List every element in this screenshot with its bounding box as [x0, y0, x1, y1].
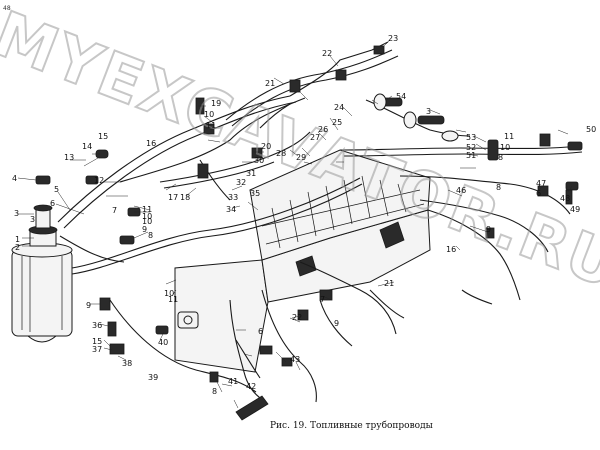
callout: 8	[212, 387, 217, 396]
callout: 52	[466, 143, 476, 152]
fuel-pipes	[57, 41, 583, 403]
callout: 43	[290, 355, 300, 364]
callout: 6	[50, 199, 55, 208]
callout: 47	[536, 179, 546, 188]
callout: 11	[142, 205, 152, 214]
callout: 12	[94, 176, 104, 185]
callout: 42	[246, 382, 256, 391]
callout: 37	[92, 345, 102, 354]
callout: 10	[204, 110, 214, 119]
callout: 35	[250, 189, 260, 198]
callout: 15	[92, 337, 102, 346]
callout: 51	[466, 151, 476, 160]
callout: 49	[570, 205, 580, 214]
callout: 41	[228, 377, 238, 386]
callout: 6	[536, 189, 541, 198]
callout: 14	[82, 142, 92, 151]
callout: 39	[148, 373, 158, 382]
callout: 1	[15, 235, 20, 244]
callout: 27	[310, 133, 320, 142]
callout: 21	[265, 79, 275, 88]
callout: 33	[228, 193, 238, 202]
callout: 16	[146, 139, 156, 148]
callout: 10	[164, 289, 174, 298]
callout: 28	[276, 149, 286, 158]
callout: 21	[384, 279, 394, 288]
callout: 53	[466, 133, 476, 142]
callout: 7	[320, 295, 325, 304]
callout: 32	[236, 178, 246, 187]
callout: 20	[261, 142, 271, 151]
callout: 3	[14, 209, 19, 218]
callout: 5	[54, 185, 59, 194]
callout: 10	[500, 143, 510, 152]
callout: 19	[211, 99, 221, 108]
callout: 34	[226, 205, 236, 214]
callout: 29	[296, 153, 306, 162]
callout: 2	[15, 243, 20, 252]
callout: 6	[258, 327, 263, 336]
callout: 13	[64, 153, 74, 162]
callout: 22	[292, 313, 302, 322]
fittings	[35, 45, 583, 421]
callout: 26	[318, 125, 328, 134]
figure-caption: Рис. 19. Топливные трубопроводы	[270, 420, 433, 431]
callout: 9	[86, 301, 91, 310]
callout: 50	[586, 125, 596, 134]
callout: 8	[496, 183, 501, 192]
callout: 11	[206, 121, 216, 130]
callout: 7	[112, 206, 117, 215]
corner-mark: 48	[3, 5, 11, 12]
callout: 15	[98, 132, 108, 141]
callout: 11	[168, 295, 178, 304]
callout: 30	[254, 156, 264, 165]
callout: 18	[180, 193, 190, 202]
callout: 9	[142, 225, 147, 234]
callout: 31	[246, 169, 256, 178]
callout: 4	[12, 174, 17, 183]
callout: 22	[322, 49, 332, 58]
callout: 8	[498, 153, 503, 162]
callout: 48	[560, 194, 570, 203]
callout: 46	[456, 186, 466, 195]
callout: 10	[142, 212, 152, 221]
callout: 10	[142, 217, 152, 226]
callout: 11	[504, 132, 514, 141]
callout: 36	[92, 321, 102, 330]
callout: 38	[122, 359, 132, 368]
callout: 25	[332, 118, 342, 127]
callout: 9	[486, 225, 491, 234]
callout: 9	[334, 319, 339, 328]
callout: 24	[334, 103, 344, 112]
engine-block	[174, 149, 431, 373]
callout: 54	[396, 92, 406, 101]
callout: 23	[388, 34, 398, 43]
fuel-filter	[11, 204, 73, 343]
leader-lines	[17, 39, 573, 409]
callouts: 1 2 3 4 5 6 7 8 9 10 11 12 13 14 15 16 1…	[12, 34, 596, 396]
callout: 17	[168, 193, 178, 202]
callout: 3	[426, 107, 431, 116]
callout: 8	[148, 231, 153, 240]
callout: 16	[446, 245, 456, 254]
callout: 3	[30, 215, 35, 224]
callout: 40	[158, 338, 168, 347]
